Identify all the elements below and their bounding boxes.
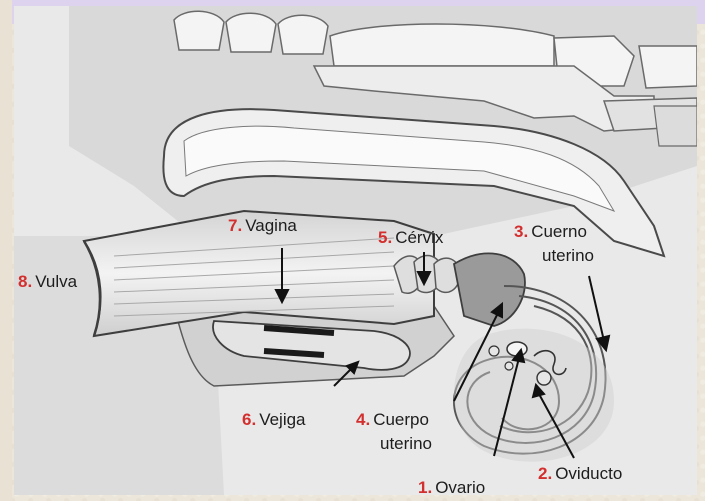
label-vulva-text: Vulva xyxy=(35,272,77,291)
label-vejiga-number: 6. xyxy=(242,410,256,429)
label-cuerno-uterino-line2: uterino xyxy=(542,246,594,266)
label-vulva-number: 8. xyxy=(18,272,32,291)
label-vulva: 8.Vulva xyxy=(18,272,77,292)
label-vagina-number: 7. xyxy=(228,216,242,235)
tail-segment xyxy=(654,106,697,146)
label-vejiga: 6.Vejiga xyxy=(242,410,306,430)
label-oviducto: 2.Oviducto xyxy=(538,464,622,484)
reproductive-tract-diagram: 8.Vulva 7.Vagina 5.Cérvix 3.Cuerno uteri… xyxy=(14,6,697,495)
label-cervix: 5.Cérvix xyxy=(378,228,443,248)
label-cervix-number: 5. xyxy=(378,228,392,247)
left-band xyxy=(0,0,12,501)
label-cuerpo-uterino: 4.Cuerpo xyxy=(356,410,429,430)
label-ovario: 1.Ovario xyxy=(418,478,485,498)
label-ovario-text: Ovario xyxy=(435,478,485,497)
label-oviducto-number: 2. xyxy=(538,464,552,483)
label-oviducto-text: Oviducto xyxy=(555,464,622,483)
label-vagina: 7.Vagina xyxy=(228,216,297,236)
label-cuerno-uterino: 3.Cuerno xyxy=(514,222,587,242)
label-vagina-text: Vagina xyxy=(245,216,297,235)
label-cuerpo-number: 4. xyxy=(356,410,370,429)
label-cuerno-number: 3. xyxy=(514,222,528,241)
label-cuerpo-text2: uterino xyxy=(380,434,432,453)
label-cuerpo-text: Cuerpo xyxy=(373,410,429,429)
label-cuerno-text: Cuerno xyxy=(531,222,587,241)
bladder-dark xyxy=(264,351,324,355)
label-ovario-number: 1. xyxy=(418,478,432,497)
label-vejiga-text: Vejiga xyxy=(259,410,305,429)
label-cuerno-text2: uterino xyxy=(542,246,594,265)
label-cervix-text: Cérvix xyxy=(395,228,443,247)
uterine-body xyxy=(454,253,525,326)
label-cuerpo-uterino-line2: uterino xyxy=(380,434,432,454)
